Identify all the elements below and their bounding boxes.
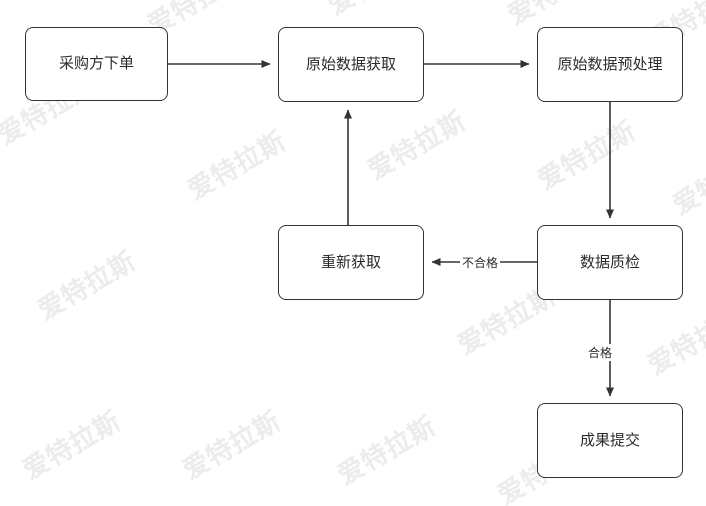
node-data-quality-inspection[interactable]: 数据质检 [537,225,683,300]
edge-label-pass: 合格 [586,344,615,361]
node-raw-data-preprocess[interactable]: 原始数据预处理 [537,27,683,102]
edge-label-reject: 不合格 [460,254,501,271]
node-raw-data-acquisition[interactable]: 原始数据获取 [278,27,424,102]
node-purchaser-order[interactable]: 采购方下单 [25,27,168,101]
node-deliverable-submission[interactable]: 成果提交 [537,403,683,478]
node-reacquire[interactable]: 重新获取 [278,225,424,300]
